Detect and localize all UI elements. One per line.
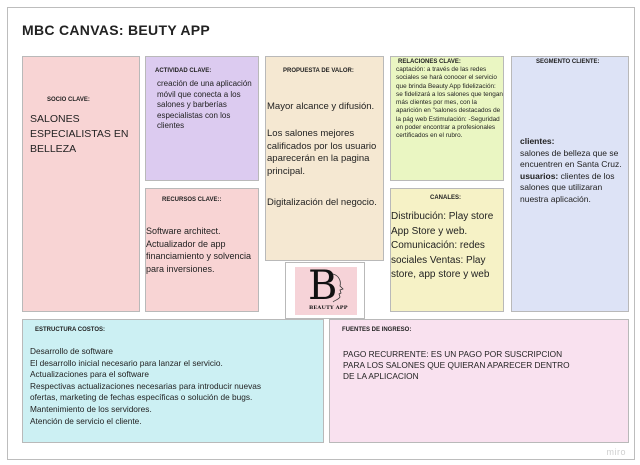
costos-line: ofertas, marketing de fechas específicas… — [30, 392, 253, 403]
page-title: MBC CANVAS: BEUTY APP — [22, 22, 211, 38]
recursos-clave-text: Software architect. Actualizador de app … — [146, 226, 252, 274]
fuentes-ingreso-card[interactable]: FUENTES DE INGRESO: PAGO RECURRENTE: ES … — [329, 319, 629, 443]
segmento-cliente-card[interactable]: SEGMENTO CLIENTE: clientes: salones de b… — [511, 56, 629, 312]
relaciones-clave-header: RELACIONES CLAVE: — [398, 59, 461, 65]
propuesta-valor-text-2: Los salones mejores calificados por los … — [267, 128, 377, 177]
socio-clave-header: SOCIO CLAVE: — [47, 97, 90, 103]
logo-text: BEAUTY APP — [309, 305, 348, 311]
ingresos-line: PARA LOS SALONES QUE QUIERAN APARECER DE… — [343, 360, 570, 371]
estructura-costos-text: Desarrollo de software El desarrollo ini… — [30, 346, 322, 427]
fuentes-ingreso-text: PAGO RECURRENTE: ES UN PAGO POR SUSCRIPC… — [343, 349, 625, 383]
face-profile-icon — [332, 273, 344, 303]
propuesta-valor-text-1: Mayor alcance y difusión. — [267, 101, 375, 112]
propuesta-valor-header: PROPUESTA DE VALOR: — [283, 68, 354, 74]
clientes-label: clientes: — [520, 136, 555, 146]
canales-card[interactable]: CANALES: Distribución: Play store App St… — [390, 188, 504, 312]
estructura-costos-card[interactable]: ESTRUCTURA COSTOS: Desarrollo de softwar… — [22, 319, 324, 443]
costos-line: Desarrollo de software — [30, 346, 114, 356]
miro-watermark: miro — [606, 447, 626, 457]
estructura-costos-header: ESTRUCTURA COSTOS: — [35, 327, 106, 333]
actividad-clave-text: creación de una aplicación móvil que con… — [157, 79, 252, 130]
costos-line: Atención de servicio el cliente. — [30, 415, 142, 426]
clientes-text: salones de belleza que se encuentren en … — [520, 147, 622, 170]
recursos-clave-card[interactable]: RECURSOS CLAVE:: Software architect. Act… — [145, 188, 259, 312]
costos-line: Respectivas actualizaciones necesarias p… — [30, 380, 262, 391]
socio-clave-card[interactable]: SOCIO CLAVE: SALONES ESPECIALISTAS EN BE… — [22, 56, 140, 312]
propuesta-valor-text-3: Digitalización del negocio. — [267, 197, 377, 208]
relaciones-clave-card[interactable]: RELACIONES CLAVE: captación: a través de… — [390, 56, 504, 181]
relaciones-clave-text: captación: a través de las redes sociale… — [396, 66, 503, 140]
actividad-clave-card[interactable]: ACTIVIDAD CLAVE: creación de una aplicac… — [145, 56, 259, 181]
logo-background: B BEAUTY APP — [295, 263, 357, 315]
propuesta-valor-card[interactable]: PROPUESTA DE VALOR: Mayor alcance y difu… — [265, 56, 384, 261]
logo-card: B BEAUTY APP — [285, 262, 365, 319]
costos-line: Actualizaciones para el software — [30, 369, 149, 380]
costos-line: El desarrollo inicial necesario para lan… — [30, 357, 223, 368]
canales-header: CANALES: — [430, 195, 461, 201]
recursos-clave-header: RECURSOS CLAVE:: — [162, 197, 222, 203]
fuentes-ingreso-header: FUENTES DE INGRESO: — [342, 327, 412, 333]
costos-line: Mantenimiento de los servidores. — [30, 403, 152, 414]
segmento-cliente-header: SEGMENTO CLIENTE: — [536, 59, 600, 65]
ingresos-line: PAGO RECURRENTE: ES UN PAGO POR SUSCRIPC… — [343, 349, 563, 359]
actividad-clave-header: ACTIVIDAD CLAVE: — [155, 68, 212, 74]
canales-text: Distribución: Play store App Store y web… — [391, 211, 494, 281]
usuarios-text: clientes de los salones que utilizaran n… — [520, 170, 615, 204]
ingresos-line: DE LA APLICACION — [343, 371, 419, 382]
socio-clave-text: SALONES ESPECIALISTAS EN BELLEZA — [30, 113, 129, 155]
segmento-cliente-text: clientes: salones de belleza que se encu… — [520, 136, 624, 205]
usuarios-label: usuarios: — [520, 170, 559, 181]
beauty-app-logo-letter: B — [308, 263, 338, 309]
